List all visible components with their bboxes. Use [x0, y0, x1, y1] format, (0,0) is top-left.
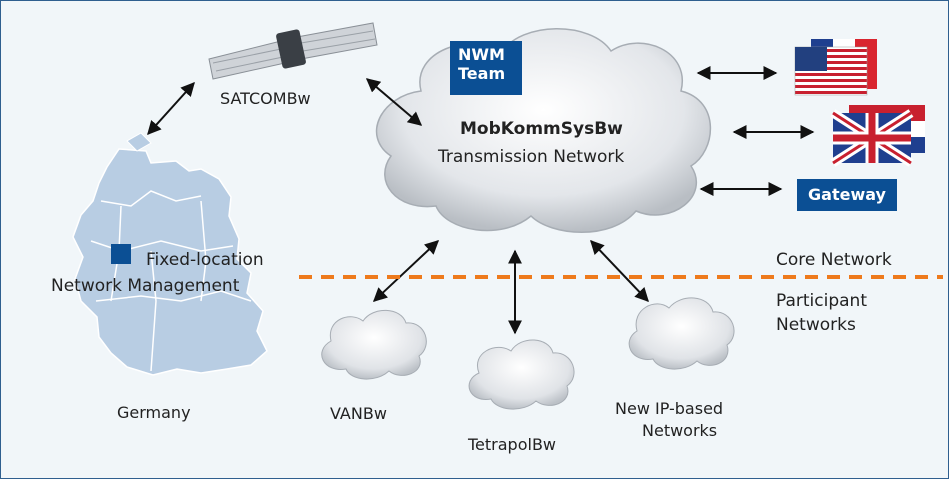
germany-map	[72, 132, 268, 376]
fixed-location-marker	[111, 244, 131, 264]
connection-arrows	[147, 66, 815, 335]
uk-flag-icon	[830, 105, 925, 167]
germany-label: Germany	[117, 403, 191, 422]
satcom-label: SATCOMBw	[220, 89, 311, 108]
us-flag-icon	[794, 39, 877, 96]
core-network-title: MobKommSysBw	[460, 119, 623, 139]
participant-networks-line2: Networks	[776, 315, 856, 335]
satellite-icon	[208, 22, 378, 80]
vanbw-label: VANBw	[330, 404, 387, 423]
arrow-core-newip	[590, 239, 649, 303]
nwm-team-line2: Team	[458, 64, 506, 83]
tetrapolbw-cloud	[468, 339, 575, 410]
new-ip-line1: New IP-based	[615, 399, 724, 418]
new-ip-line2: Networks	[642, 421, 718, 440]
fixed-nm-line1: Fixed-location	[146, 250, 264, 270]
core-network-label: Core Network	[776, 250, 892, 270]
arrow-satcom-core	[365, 78, 423, 126]
participant-networks-line1: Participant	[776, 291, 868, 311]
nwm-team-box: NWM Team	[450, 41, 522, 95]
gateway-box: Gateway	[797, 179, 897, 211]
new-ip-cloud	[628, 297, 735, 370]
core-network-subtitle: Transmission Network	[438, 147, 625, 167]
tetrapolbw-label: TetrapolBw	[468, 435, 557, 454]
nwm-team-line1: NWM	[458, 45, 505, 64]
vanbw-cloud	[321, 309, 427, 380]
fixed-nm-line2: Network Management	[51, 276, 240, 296]
arrow-core-vanbw	[372, 240, 440, 302]
arrow-satcom-germany	[147, 81, 195, 136]
